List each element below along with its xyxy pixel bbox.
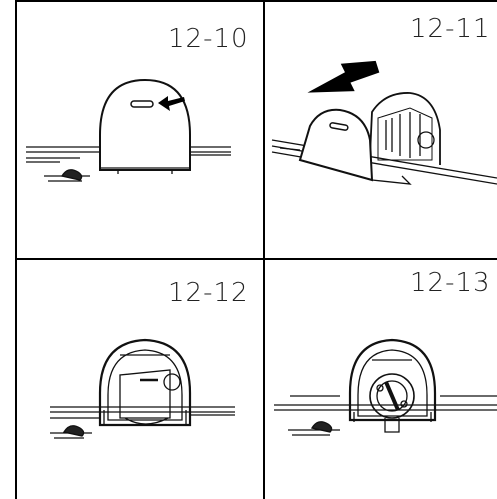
panel-label-12-13: 12-13	[410, 268, 491, 298]
